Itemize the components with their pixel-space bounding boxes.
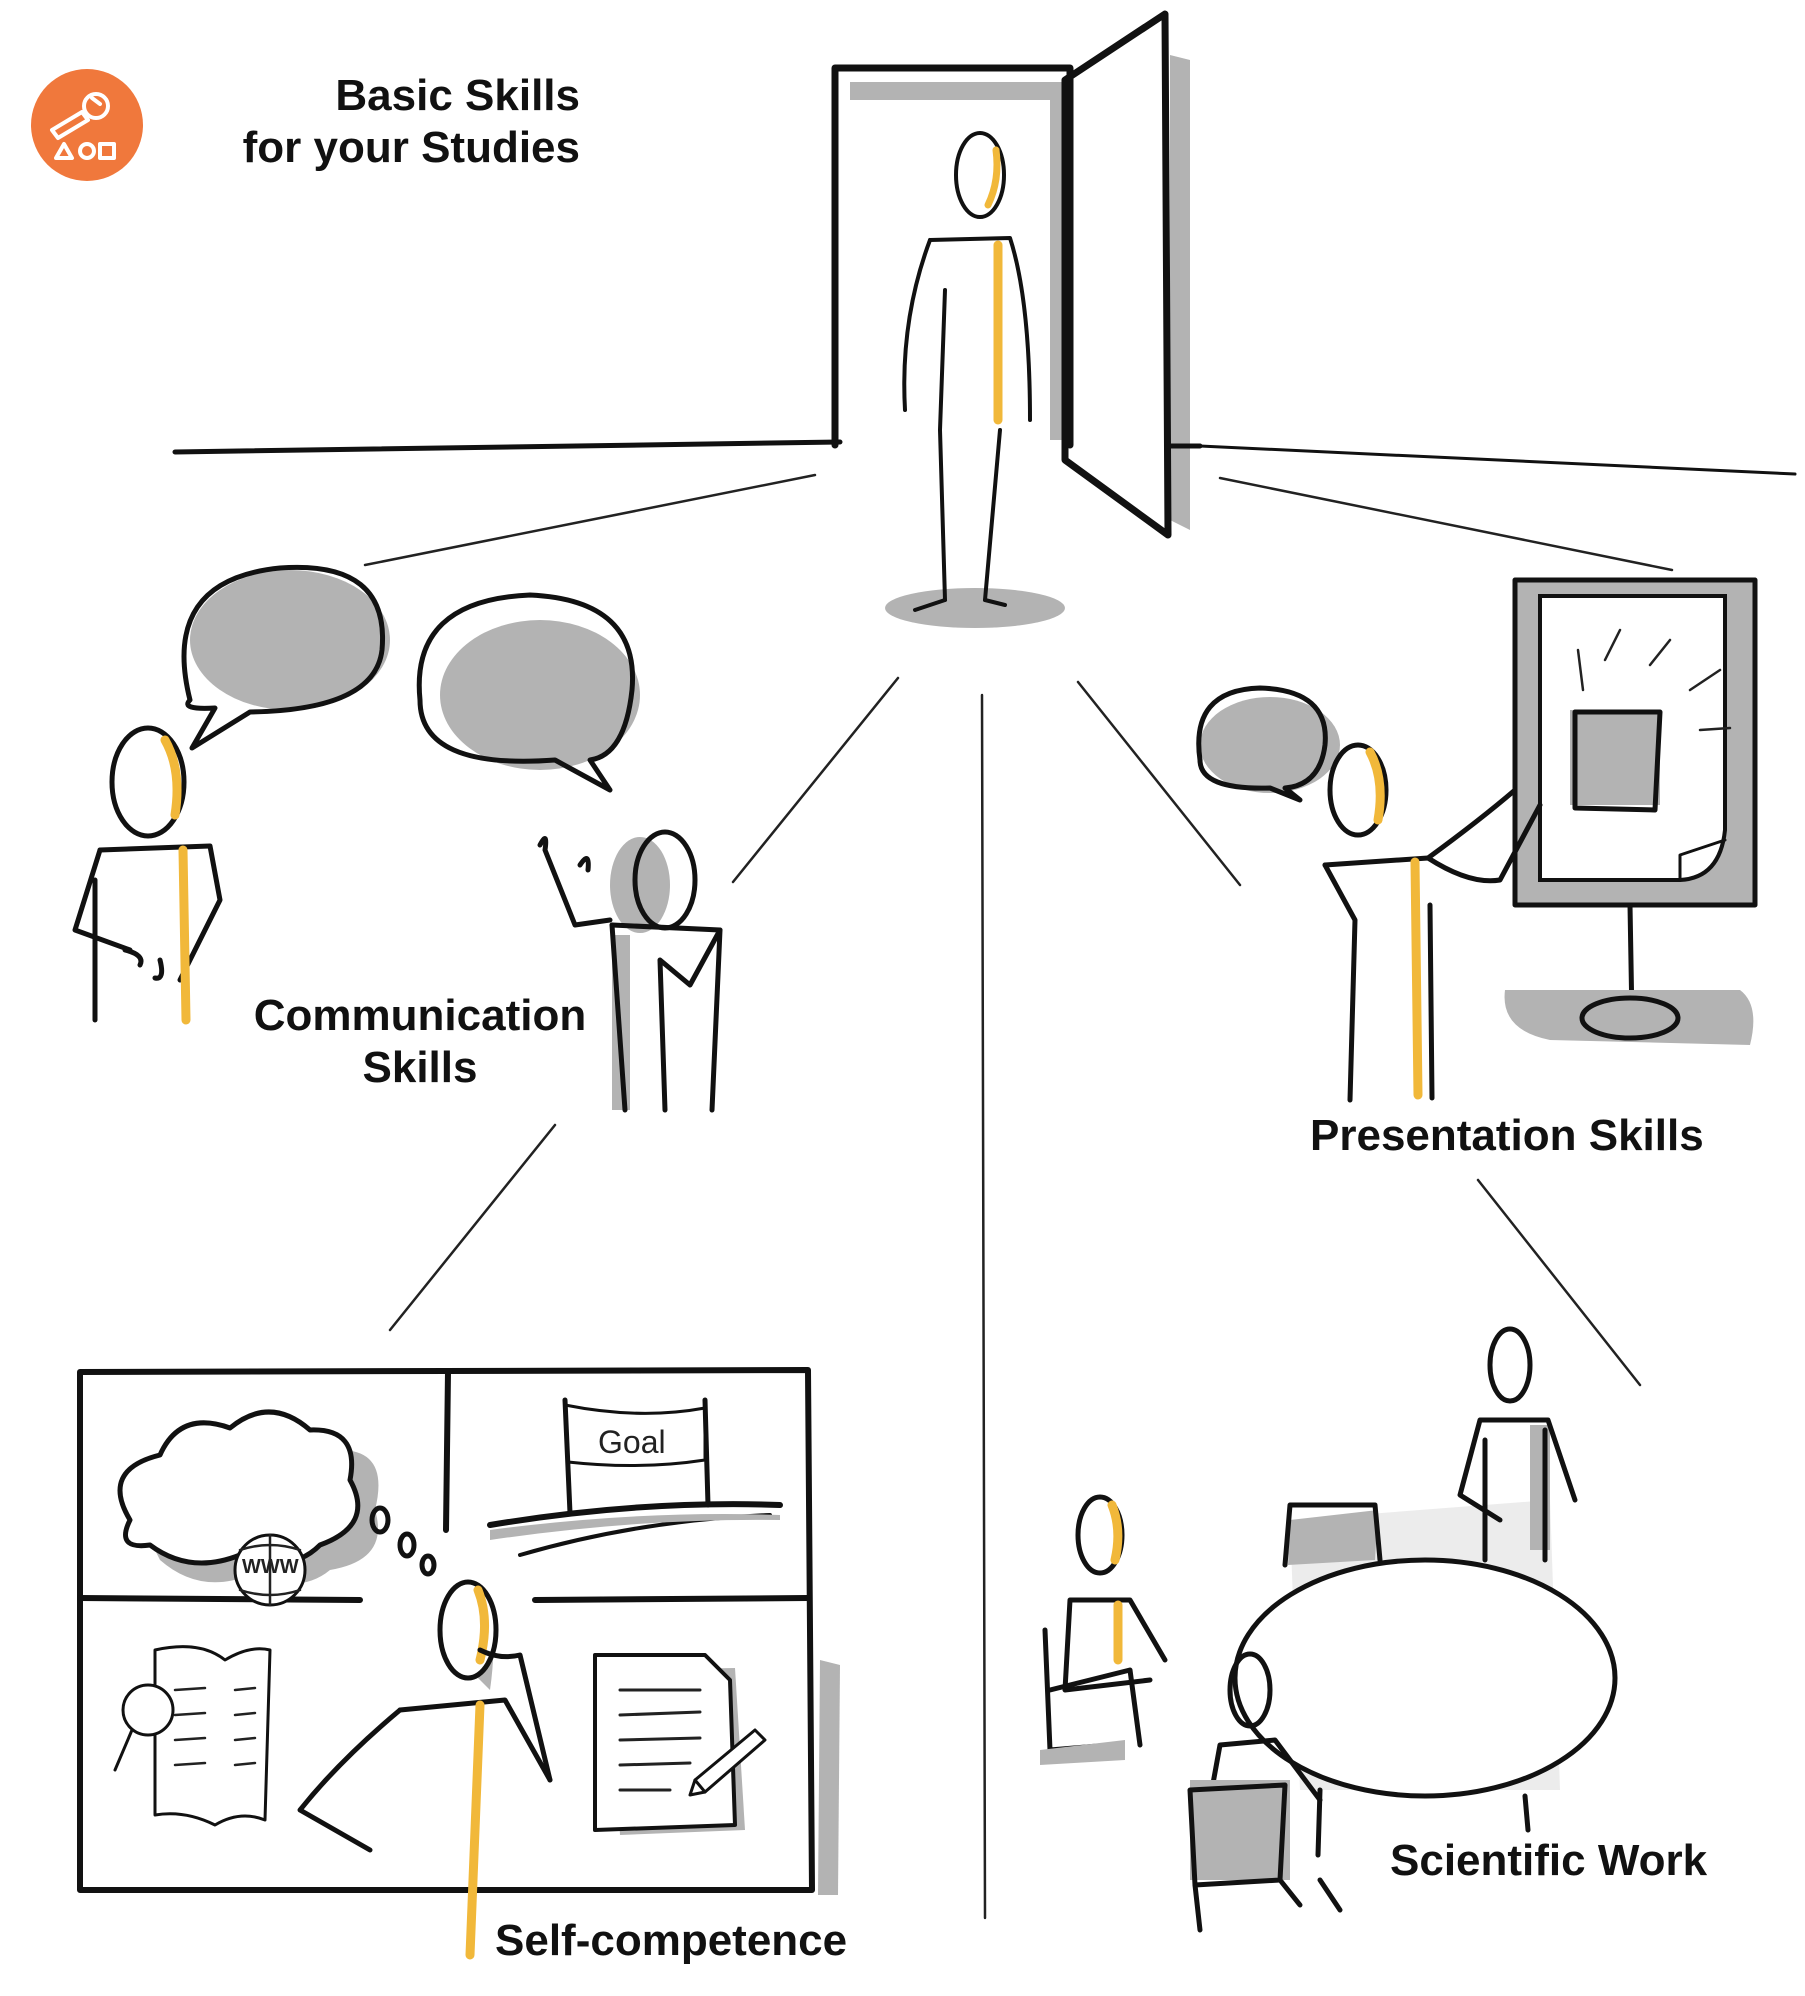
document-icon (593, 1653, 745, 1835)
presenter-speech-bubble-icon (1196, 685, 1340, 803)
seated-person-left-icon (1040, 1494, 1168, 1765)
presenter-person-icon (1322, 742, 1543, 1103)
title-line-1: Basic Skills (335, 71, 580, 120)
meeting-table-icon (1232, 1500, 1618, 1858)
communication-skills-label: Communication Skills (230, 990, 610, 1094)
standing-person-icon (1457, 1326, 1578, 1563)
door-person-icon (885, 131, 1065, 628)
communication-line-1: Communication (253, 991, 587, 1040)
scientific-work-label: Scientific Work (1390, 1836, 1708, 1885)
speaker-person-icon (537, 829, 723, 1113)
speech-bubble-icon (181, 564, 640, 793)
wrench-shapes-logo-icon (31, 69, 143, 181)
door-icon (831, 10, 1203, 539)
listener-person-icon (72, 725, 223, 1025)
communication-line-2: Skills (362, 1043, 478, 1092)
self-competence-board (77, 1367, 840, 1895)
connector-lines (363, 473, 1674, 1920)
presentation-skills-label: Presentation Skills (1310, 1111, 1704, 1160)
seated-person-front-icon (1187, 1651, 1343, 1933)
horizon-lines (172, 439, 1797, 476)
globe-text: WWW (242, 1556, 299, 1578)
magnifier-icon (113, 1683, 175, 1772)
flipchart-icon (1504, 577, 1758, 1045)
globe-icon (233, 1533, 307, 1607)
goal-banner-text: Goal (598, 1424, 666, 1460)
book-icon (153, 1645, 272, 1827)
title-line-2: for your Studies (242, 123, 580, 172)
self-competence-label: Self-competence (495, 1916, 848, 1965)
thought-cloud-icon (117, 1409, 437, 1584)
page-title: Basic Skills for your Studies (180, 70, 580, 174)
goal-banner-icon (487, 1397, 783, 1557)
thinking-person-icon (297, 1579, 553, 1960)
pencil-icon (688, 1728, 767, 1797)
